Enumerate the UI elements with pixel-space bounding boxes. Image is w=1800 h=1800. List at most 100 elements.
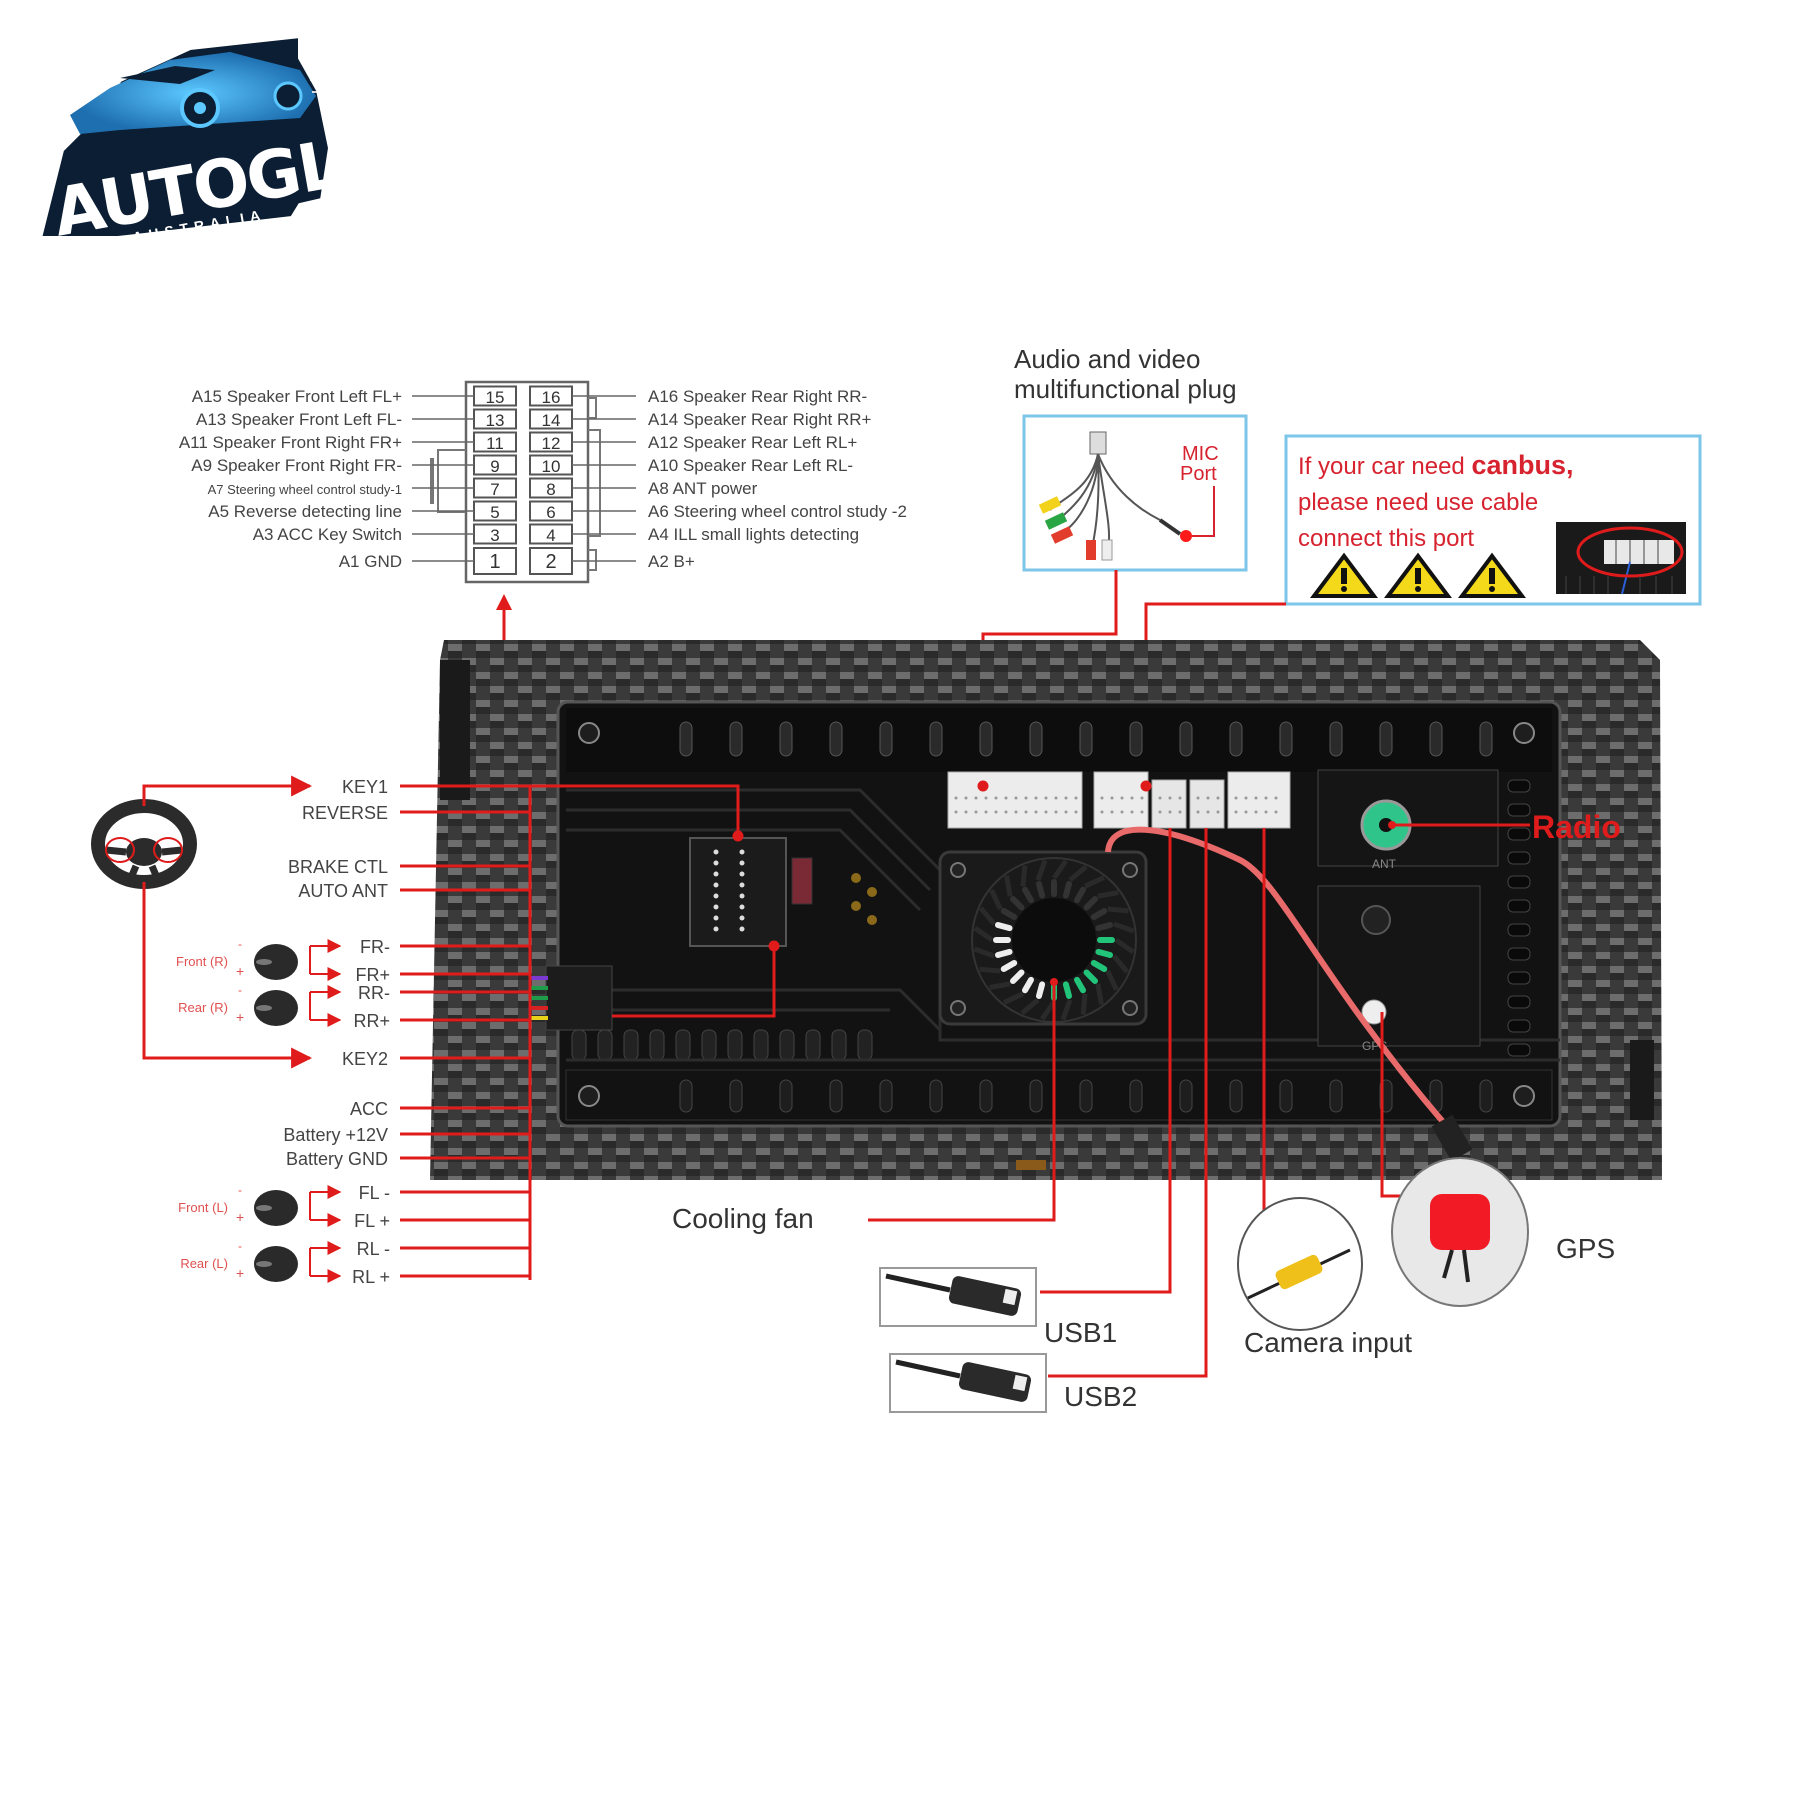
speaker-icon xyxy=(254,944,298,980)
pin-number: 9 xyxy=(490,457,499,476)
connector-pin-1 xyxy=(473,547,517,575)
screw-icon xyxy=(1513,1085,1535,1107)
vent-slot xyxy=(679,721,693,757)
gps-label: GPS xyxy=(1556,1233,1615,1264)
minus-sign: - xyxy=(238,937,242,951)
pin-number: 8 xyxy=(546,480,555,499)
iso-pin-label-a1: A1 GND xyxy=(339,552,402,571)
vent-slot xyxy=(1179,721,1193,757)
pin-number: 10 xyxy=(542,457,561,476)
usb1-cable-image xyxy=(879,1267,1037,1327)
fan-blade xyxy=(1009,969,1025,985)
vent-slot xyxy=(1479,1079,1493,1113)
usb2-label: USB2 xyxy=(1064,1381,1137,1412)
speaker-rear-left-label: Rear (L) xyxy=(180,1256,228,1271)
vent-slot xyxy=(1029,1079,1043,1113)
fan-blade xyxy=(1022,976,1034,994)
gps-pigtail-cable xyxy=(1105,826,1453,1132)
fan-blade xyxy=(1035,880,1046,899)
iso-pin-label-a5: A5 Reverse detecting line xyxy=(208,502,402,521)
fan-blade xyxy=(1074,976,1086,994)
harness-label-key2: KEY2 xyxy=(342,1049,388,1069)
fan-blade xyxy=(1095,948,1114,959)
mic-port-label-line2: Port xyxy=(1180,463,1217,485)
pin-number: 11 xyxy=(486,434,504,453)
fan-blade xyxy=(994,948,1013,959)
vent-slot xyxy=(829,721,843,757)
av-harness-icon xyxy=(1038,431,1192,561)
vent-slot xyxy=(1029,721,1043,757)
harness-label-brake-ctl: BRAKE CTL xyxy=(288,857,388,877)
vent-slot xyxy=(779,1079,793,1113)
ant-port-label: ANT xyxy=(1372,857,1397,871)
pin-number: 6 xyxy=(546,503,555,522)
screw-icon xyxy=(578,722,600,744)
harness-label-auto-ant: AUTO ANT xyxy=(298,881,388,901)
pin-number: 1 xyxy=(489,551,500,573)
iso-pin-label-a16: A16 Speaker Rear Right RR- xyxy=(648,387,867,406)
vent-slot xyxy=(929,721,943,757)
vent-slot xyxy=(1229,721,1243,757)
vent-slot xyxy=(1279,1079,1293,1113)
harness-label-rr-: RR- xyxy=(358,983,390,1003)
canbus-note-line3: connect this port xyxy=(1298,525,1474,552)
harness-label-fl-: FL - xyxy=(359,1183,390,1203)
vent-slot xyxy=(929,1079,943,1113)
iso-pin-label-a6: A6 Steering wheel control study -2 xyxy=(648,502,907,521)
arrow-up-icon xyxy=(496,594,512,610)
camera-connector xyxy=(1227,771,1291,829)
iso-pin-label-a2: A2 B+ xyxy=(648,552,695,571)
plus-sign: + xyxy=(236,1209,244,1225)
vent-slot xyxy=(1379,721,1393,757)
cooling-fan-hub xyxy=(1012,898,1096,982)
fan-blade xyxy=(1090,960,1108,972)
screw-icon xyxy=(1122,1000,1138,1016)
mic-port-dot xyxy=(1180,530,1192,542)
fan-blade xyxy=(1095,921,1114,932)
gps-antenna-port xyxy=(1361,999,1387,1025)
fan-blade xyxy=(1022,886,1034,904)
fan-blade xyxy=(1083,969,1099,985)
iso-pin-label-a14: A14 Speaker Rear Right RR+ xyxy=(648,410,872,429)
pin-number: 5 xyxy=(490,503,499,522)
minus-sign: - xyxy=(238,983,242,997)
harness-label-rr-: RR+ xyxy=(353,1011,390,1031)
fan-blade xyxy=(1009,895,1025,911)
plus-sign: + xyxy=(236,1265,244,1281)
speaker-rear-right-label: Rear (R) xyxy=(178,1000,228,1015)
iso-pin-label-a10: A10 Speaker Rear Left RL- xyxy=(648,456,853,475)
vent-slot xyxy=(779,721,793,757)
speaker-front-right-label: Front (R) xyxy=(176,954,228,969)
vent-slot xyxy=(1479,721,1493,757)
vent-slot xyxy=(1229,1079,1243,1113)
screw-icon xyxy=(1513,722,1535,744)
iso-pin-label-a15: A15 Speaker Front Left FL+ xyxy=(192,387,402,406)
plus-sign: + xyxy=(236,1009,244,1025)
fan-blade xyxy=(1000,908,1018,920)
usb1-label: USB1 xyxy=(1044,1317,1117,1348)
harness-label-rl-: RL - xyxy=(357,1239,390,1259)
pin-number: 2 xyxy=(545,551,556,573)
vent-slot xyxy=(1129,1079,1143,1113)
harness-label-fl-: FL + xyxy=(354,1211,390,1231)
cooling-fan-label: Cooling fan xyxy=(672,1203,814,1234)
vent-slot xyxy=(1129,721,1143,757)
iso-pin-label-a4: A4 ILL small lights detecting xyxy=(648,525,859,544)
radio-label: Radio xyxy=(1532,809,1621,845)
vent-slot xyxy=(1279,721,1293,757)
camera-rca-image xyxy=(1237,1197,1363,1331)
vent-slot xyxy=(879,721,893,757)
vent-slot xyxy=(979,721,993,757)
harness-label-fr-: FR- xyxy=(360,937,390,957)
iso-pin-label-a9: A9 Speaker Front Right FR- xyxy=(191,456,402,475)
screw-icon xyxy=(578,1085,600,1107)
av-plug-panel: Audio and video multifunctional plug MIC… xyxy=(981,344,1248,786)
steering-wheel-icon xyxy=(91,799,197,889)
vent-slot xyxy=(1329,1079,1343,1113)
speaker-icon xyxy=(254,1246,298,1282)
fan-blade xyxy=(1083,895,1099,911)
car-wheel-rear-icon xyxy=(273,81,303,111)
vent-slot xyxy=(1329,721,1343,757)
screw-icon xyxy=(1122,862,1138,878)
vent-slot xyxy=(729,721,743,757)
